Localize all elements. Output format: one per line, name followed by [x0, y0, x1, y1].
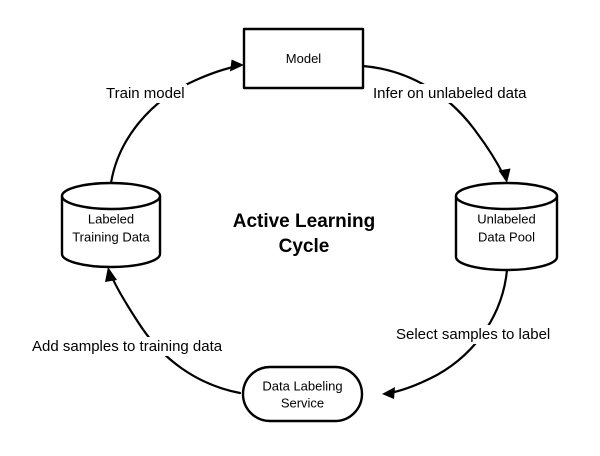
center-title-line1: Active Learning	[233, 211, 376, 232]
edge-label-infer-on-unlabeled-data: Infer on unlabeled data	[371, 84, 529, 103]
node-data-labeling-service[interactable]: Data Labeling Service	[241, 365, 364, 423]
node-labeled-training-data[interactable]: Labeled Training Data	[60, 181, 162, 269]
node-unlabeled-data-pool-label-line1: Unlabeled	[477, 211, 536, 226]
diagram-center-title: Active Learning Cycle	[233, 211, 376, 257]
edge-select-arrowhead	[382, 387, 395, 399]
edge-label-select-samples-to-label: Select samples to label	[394, 325, 553, 344]
edge-infer-path	[361, 64, 506, 178]
node-labeled-training-data-label-line2: Training Data	[72, 229, 150, 244]
edge-infer-arrowhead	[498, 168, 511, 183]
edge-train-model	[109, 59, 244, 185]
edge-select-path	[388, 268, 509, 395]
edge-add-path	[109, 273, 242, 395]
node-labeled-training-data-body	[60, 196, 162, 269]
edge-label-train-model: Train model	[104, 84, 187, 103]
edge-infer-on-unlabeled-data	[361, 64, 511, 183]
node-labeled-training-data-label-line1: Labeled	[88, 211, 134, 226]
edge-select-samples-to-label	[382, 268, 509, 399]
edge-train-model-arrowhead	[230, 59, 244, 72]
node-unlabeled-data-pool-body	[454, 196, 559, 272]
edge-add-samples-to-training-data	[105, 267, 242, 395]
node-unlabeled-data-pool-label-line2: Data Pool	[478, 229, 535, 244]
node-data-labeling-service-label-line1: Data Labeling	[262, 378, 342, 393]
node-unlabeled-data-pool[interactable]: Unlabeled Data Pool	[454, 181, 559, 272]
node-data-labeling-service-shape	[241, 365, 364, 423]
edge-add-arrowhead	[105, 267, 117, 282]
node-model[interactable]: Model	[242, 27, 365, 90]
center-title-line2: Cycle	[279, 236, 330, 257]
node-labeled-training-data-top	[60, 181, 162, 211]
edge-label-add-samples-to-training-data: Add samples to training data	[30, 337, 225, 356]
node-model-label: Model	[286, 51, 322, 66]
node-unlabeled-data-pool-top	[454, 181, 559, 211]
node-model-shape	[242, 27, 365, 90]
node-data-labeling-service-label-line2: Service	[281, 395, 324, 410]
